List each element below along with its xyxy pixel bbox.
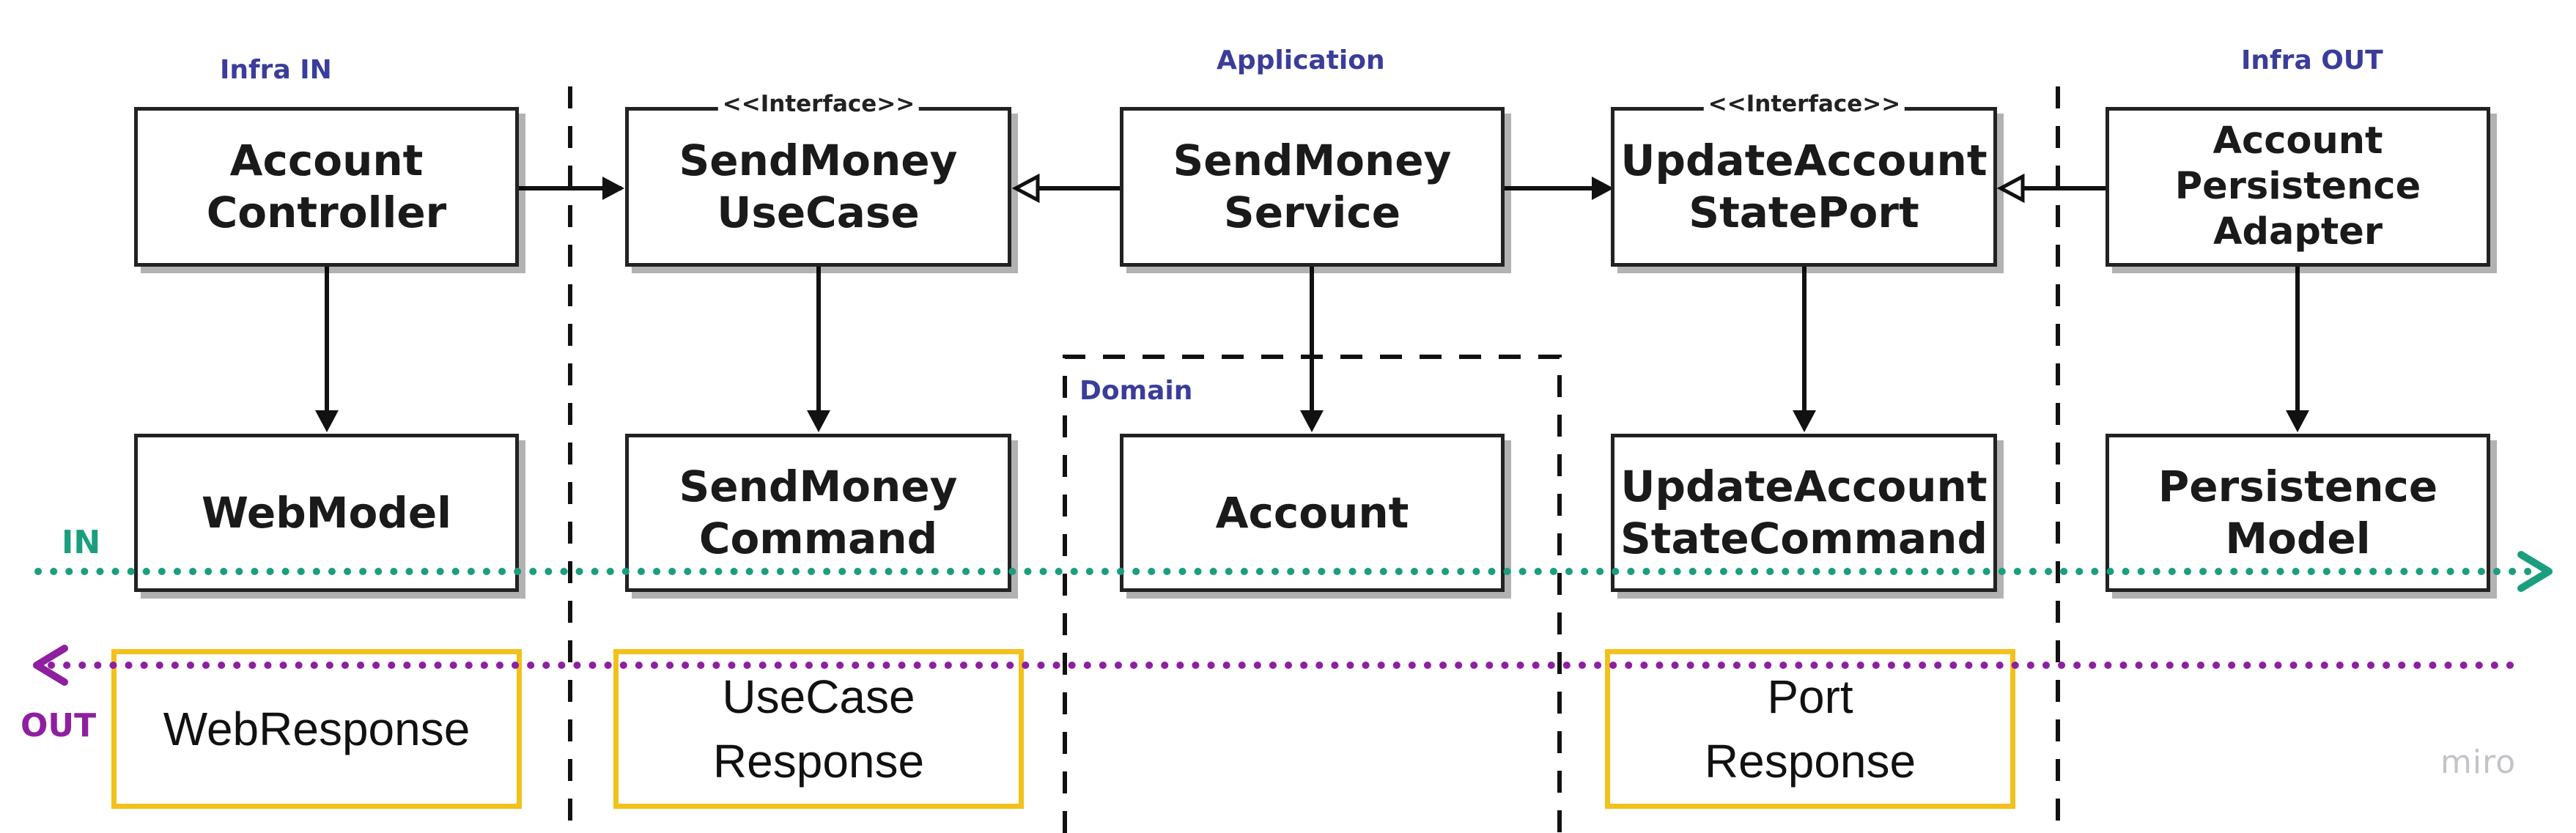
zone-label-infra-out: Infra OUT: [2241, 45, 2383, 75]
send-money-service-box: SendMoney Service: [1120, 107, 1505, 267]
account-label: Account: [1215, 487, 1409, 538]
update-account-state-command-label: UpdateAccount StateCommand: [1620, 462, 1988, 563]
send-money-command-label: SendMoney Command: [679, 462, 958, 563]
persistence-model-box: Persistence Model: [2106, 434, 2490, 592]
update-account-state-command-box: UpdateAccount StateCommand: [1611, 434, 1997, 592]
web-response-box: WebResponse: [111, 649, 522, 809]
port-response-box: Port Response: [1605, 649, 2015, 809]
send-money-use-case-box: SendMoney UseCase: [625, 107, 1011, 267]
update-account-state-port-box: UpdateAccount StatePort: [1611, 107, 1997, 267]
persistence-model-label: Persistence Model: [2158, 462, 2438, 563]
account-controller-box: Account Controller: [134, 107, 519, 267]
zone-label-application: Application: [1217, 45, 1385, 75]
send-money-service-label: SendMoney Service: [1173, 136, 1452, 237]
out-flow-label: OUT: [21, 707, 97, 744]
web-response-label: WebResponse: [163, 702, 470, 755]
port-response-label: Port Response: [1704, 670, 1916, 788]
zone-label-infra-in: Infra IN: [220, 55, 332, 85]
account-controller-label: Account Controller: [206, 136, 447, 237]
account-persistence-adapter-label: Account Persistence Adapter: [2174, 119, 2421, 254]
update-account-state-port-label: UpdateAccount StatePort: [1620, 136, 1988, 237]
miro-watermark: miro: [2440, 744, 2517, 781]
zone-label-domain: Domain: [1080, 376, 1193, 406]
web-model-box: WebModel: [134, 434, 519, 592]
web-model-label: WebModel: [201, 487, 452, 538]
account-box: Account: [1120, 434, 1505, 592]
use-case-response-box: UseCase Response: [613, 649, 1024, 809]
in-flow-label: IN: [62, 524, 101, 561]
update-account-state-port-stereotype: <<Interface>>: [1703, 91, 1905, 117]
send-money-use-case-label: SendMoney UseCase: [679, 136, 958, 237]
account-persistence-adapter-box: Account Persistence Adapter: [2106, 107, 2490, 267]
use-case-response-label: UseCase Response: [712, 670, 925, 788]
send-money-command-box: SendMoney Command: [625, 434, 1011, 592]
send-money-use-case-stereotype: <<Interface>>: [717, 91, 920, 117]
